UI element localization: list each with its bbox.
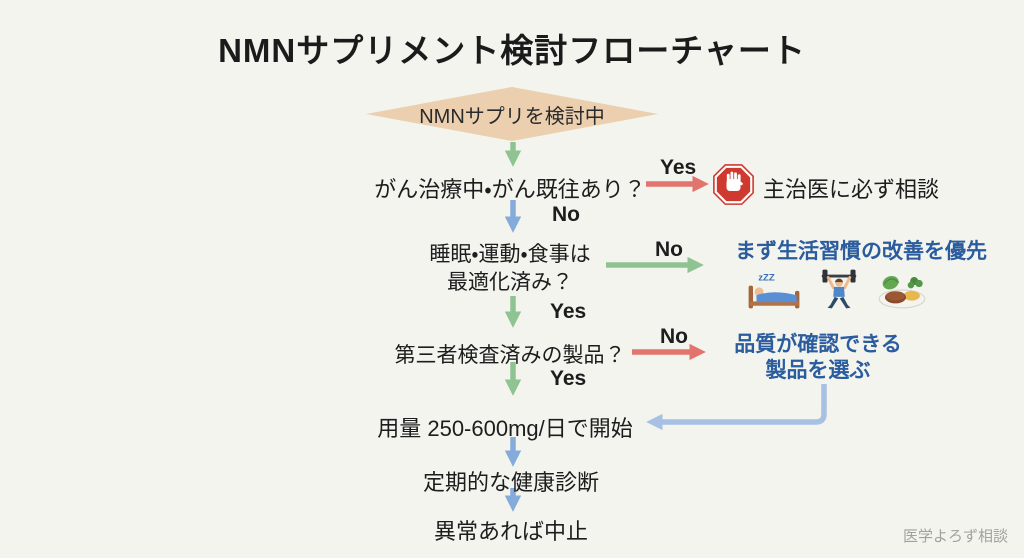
weightlifter-icon [821, 269, 857, 309]
q1-no-label: No [552, 203, 580, 226]
sleeping-in-bed-icon: zZZ [748, 272, 800, 309]
question-cancer: がん治療中・がん既往あり？ [374, 177, 646, 202]
result-choose-quality: 品質が確認できる 製品を選ぶ [734, 332, 902, 384]
question-lifestyle-line2: 最適化済み？ [447, 271, 573, 294]
zzz-text: zZZ [758, 272, 775, 283]
arrow-quality-to-dose [646, 384, 827, 431]
result-lifestyle-first: まず生活習慣の改善を優先 [735, 240, 987, 263]
q2-no-label: No [655, 238, 683, 261]
result-choose-quality-line1: 品質が確認できる [734, 333, 902, 356]
step-dose: 用量 250-600mg/日で開始 [377, 416, 633, 441]
stop-hand-icon [713, 164, 754, 205]
start-node-label: NMNサプリを検討中 [419, 105, 605, 128]
step-checkup: 定期的な健康診断 [422, 470, 600, 495]
result-choose-quality-line2: 製品を選ぶ [765, 359, 871, 382]
q3-no-label: No [660, 325, 688, 348]
question-lifestyle-line1: 睡眠・運動・食事は [429, 243, 591, 266]
step-stop: 異常あれば中止 [433, 519, 589, 544]
lifestyle-icon-row: zZZ [746, 266, 928, 312]
watermark: 医学よろず相談 [902, 528, 1008, 545]
question-third-party-tested: 第三者検査済みの製品？ [394, 344, 626, 367]
q2-yes-label: Yes [550, 300, 587, 323]
question-lifestyle: 睡眠・運動・食事は 最適化済み？ [429, 241, 590, 297]
q3-yes-label: Yes [550, 367, 587, 390]
page-title: NMNサプリメント検討フローチャート [218, 32, 806, 69]
q1-yes-label: Yes [660, 156, 697, 179]
result-consult-doctor: 主治医に必ず相談 [763, 177, 940, 202]
meal-plate-icon [878, 275, 926, 309]
